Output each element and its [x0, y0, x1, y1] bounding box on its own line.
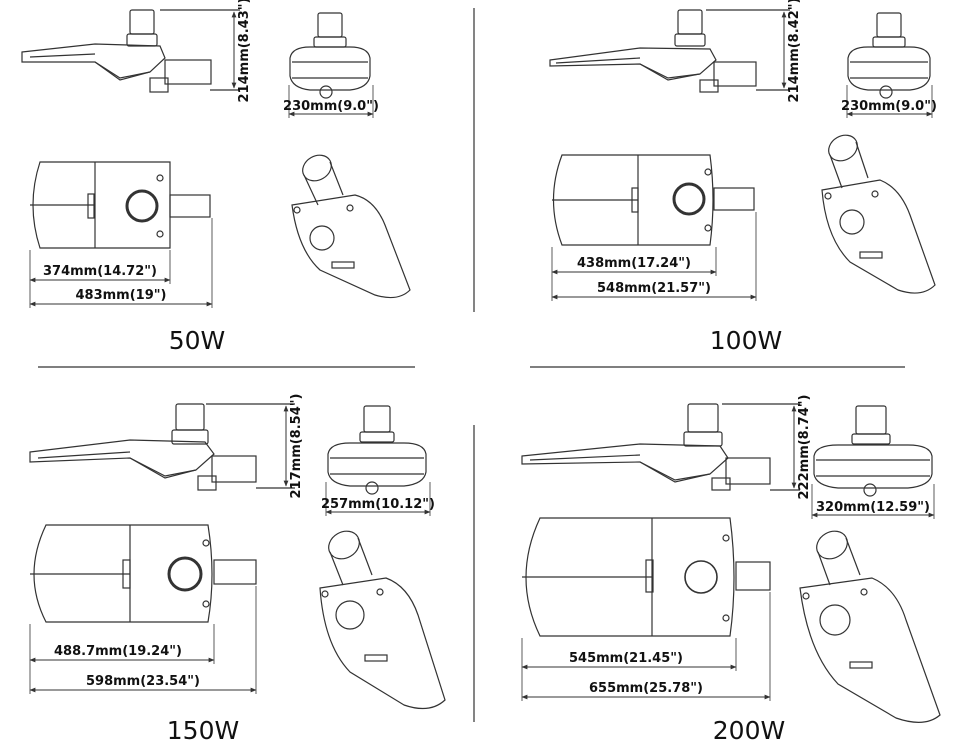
- body-length-dimension: 438mm(17.24"): [577, 256, 691, 271]
- perspective-view: [319, 530, 446, 710]
- perspective-view: [799, 530, 941, 723]
- model-150w: 217mm(8.54") 257mm(10.12") 488.7mm(19.24…: [29, 394, 446, 745]
- total-length-dimension: 655mm(25.78"): [589, 681, 703, 696]
- model-50w: 214mm(8.43") 230mm(9.0") 374mm(14.72"): [21, 0, 411, 355]
- total-length-dimension: 548mm(21.57"): [597, 281, 711, 296]
- side-view: [549, 9, 790, 93]
- power-label: 50W: [169, 326, 226, 355]
- front-view: [289, 12, 371, 99]
- perspective-view: [821, 134, 936, 294]
- height-dimension: 217mm(8.54"): [289, 394, 304, 499]
- side-view: [29, 403, 295, 491]
- model-100w: 214mm(8.42") 230mm(9.0") 438mm(17.24"): [549, 0, 937, 355]
- height-dimension: 214mm(8.43"): [237, 0, 252, 102]
- body-length-dimension: 374mm(14.72"): [43, 264, 157, 279]
- power-label: 100W: [710, 326, 782, 355]
- top-view: [30, 161, 211, 249]
- top-view: [30, 524, 257, 623]
- body-length-dimension: 545mm(21.45"): [569, 651, 683, 666]
- total-length-dimension: 483mm(19"): [76, 288, 167, 303]
- side-view: [521, 403, 800, 491]
- front-view: [327, 405, 427, 495]
- side-view: [21, 9, 240, 93]
- height-dimension: 214mm(8.42"): [787, 0, 802, 102]
- width-dimension: 230mm(9.0"): [841, 99, 937, 114]
- width-dimension: 320mm(12.59"): [816, 500, 930, 515]
- front-view: [847, 12, 931, 99]
- power-label: 200W: [713, 716, 785, 745]
- front-view: [813, 405, 933, 497]
- perspective-view: [291, 154, 411, 299]
- width-dimension: 230mm(9.0"): [283, 99, 379, 114]
- top-view: [522, 517, 771, 637]
- total-length-dimension: 598mm(23.54"): [86, 674, 200, 689]
- top-view: [552, 154, 755, 246]
- power-label: 150W: [167, 716, 239, 745]
- width-dimension: 257mm(10.12"): [321, 497, 435, 512]
- height-dimension: 222mm(8.74"): [797, 395, 812, 500]
- body-length-dimension: 488.7mm(19.24"): [54, 644, 182, 659]
- model-200w: 222mm(8.74") 320mm(12.59") 545mm(21.45"): [521, 395, 941, 745]
